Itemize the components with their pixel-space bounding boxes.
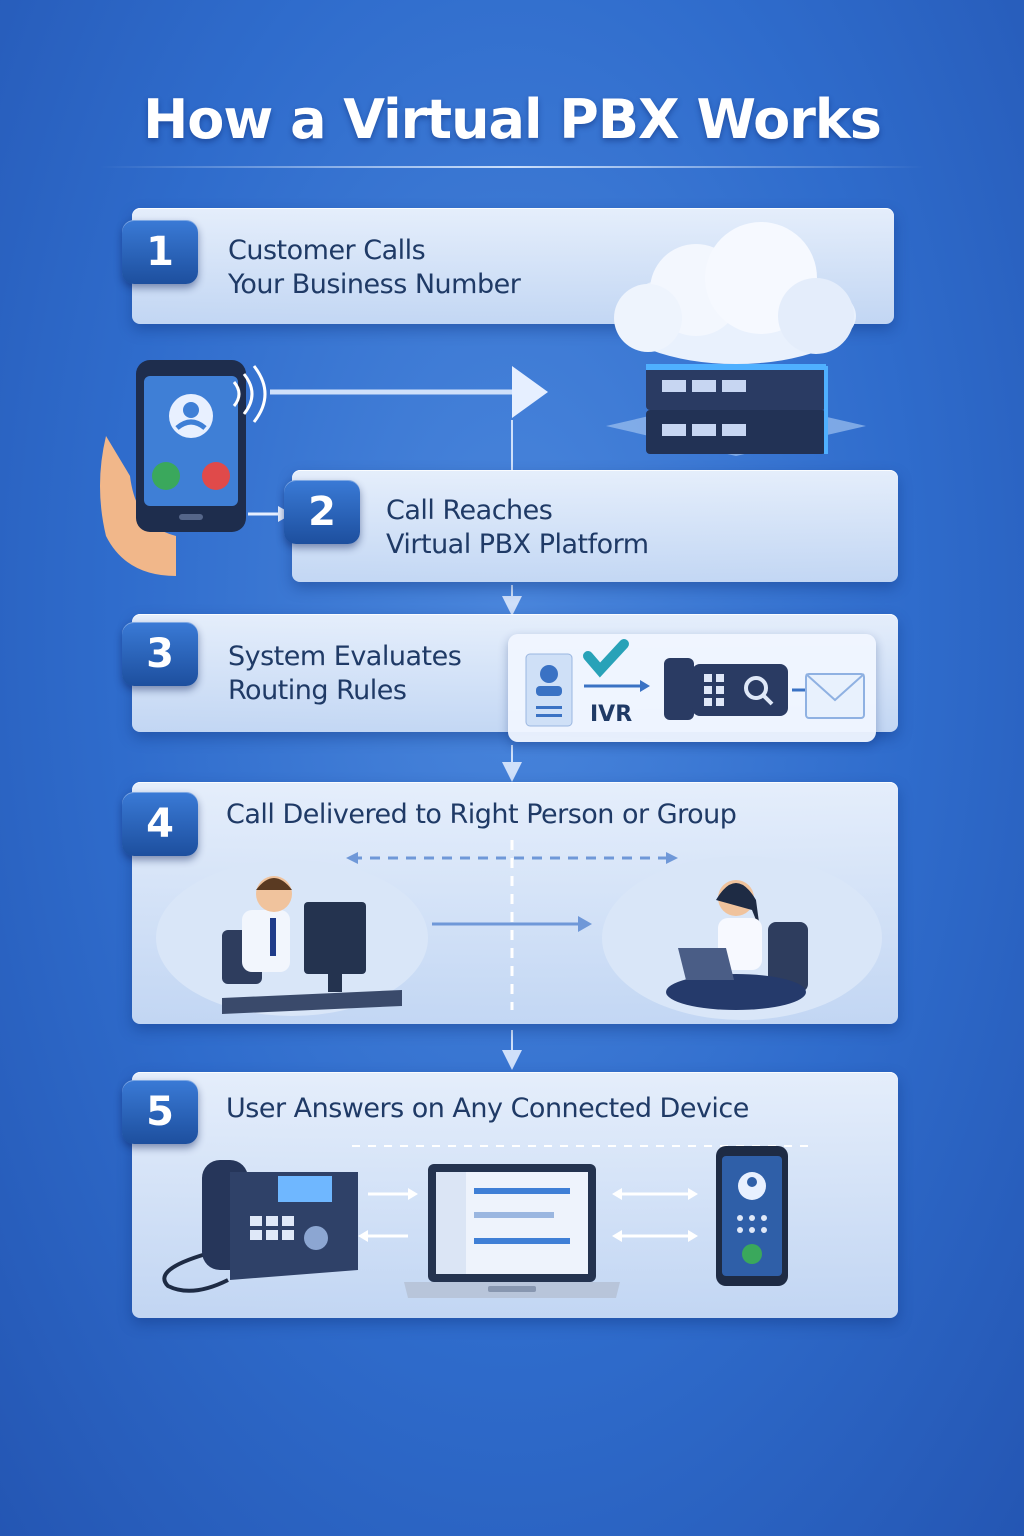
arrow-phone-to-server	[270, 366, 548, 418]
desk-phone-icon	[164, 1160, 358, 1291]
step-5-text: User Answers on Any Connected Device	[226, 1092, 749, 1126]
desk-phone-icon	[664, 658, 788, 720]
mobile-phone-icon	[716, 1146, 788, 1286]
cloud-server-illustration	[596, 216, 876, 466]
agent-desktop-icon	[156, 860, 428, 1016]
laptop-icon	[404, 1164, 620, 1298]
checkmark-icon	[588, 644, 624, 670]
step-2-badge: 2	[284, 480, 360, 544]
step-1-badge: 1	[122, 220, 198, 284]
step-2-text: Call Reaches Virtual PBX Platform	[386, 494, 649, 562]
step-1-text: Customer Calls Your Business Number	[228, 234, 520, 302]
step-4-text: Call Delivered to Right Person or Group	[226, 798, 736, 832]
cloud-icon	[614, 222, 856, 364]
devices-illustration	[132, 1130, 898, 1318]
step-3-text: System Evaluates Routing Rules	[228, 640, 461, 708]
routing-illustration	[508, 634, 876, 742]
step-3-badge: 3	[122, 622, 198, 686]
ivr-label: IVR	[590, 702, 632, 727]
user-card-icon	[526, 654, 572, 726]
delivery-illustration	[132, 830, 898, 1024]
server-icon	[606, 364, 866, 456]
smartphone-icon	[86, 356, 286, 586]
agent-laptop-icon	[602, 856, 882, 1020]
envelope-icon	[806, 674, 864, 718]
